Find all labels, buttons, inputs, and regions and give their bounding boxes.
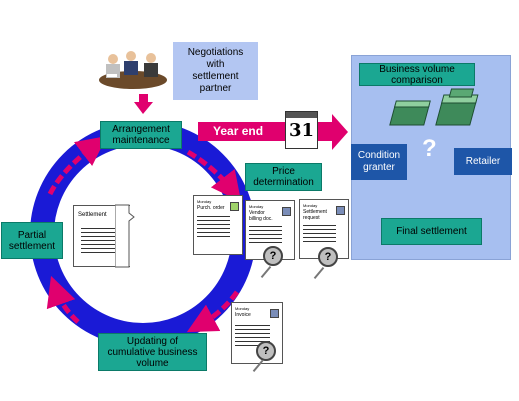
document-curl-icon xyxy=(115,204,135,268)
arrangement-maintenance-box: Arrangement maintenance xyxy=(100,121,182,149)
cycle-arrow-top-right xyxy=(186,149,242,202)
nego-down-arrow-head xyxy=(134,102,153,114)
purchase-order-header: Monday xyxy=(197,199,212,204)
business-volume-label: Business volume comparison xyxy=(379,63,455,86)
vendor-billing-title: Vendor billing doc. xyxy=(249,210,273,222)
settlement-request-magnifier-icon: ? xyxy=(318,247,338,267)
cycle-arrow-bottom-right xyxy=(186,290,240,333)
partial-settlement-box: Partial settlement xyxy=(1,222,63,259)
final-settlement-label: Final settlement xyxy=(396,226,467,237)
condition-granter-box: Condition granter xyxy=(351,144,407,180)
vendor-billing-header: Monday xyxy=(249,204,264,209)
updating-label: Updating of cumulative business volume xyxy=(107,335,198,369)
vendor-billing-magnifier-icon: ? xyxy=(263,246,283,266)
invoice-stamp-icon xyxy=(270,309,279,318)
vendor-billing-stamp-icon xyxy=(282,207,291,216)
nego-down-arrow-stem xyxy=(139,92,148,102)
retailer-label: Retailer xyxy=(465,155,501,167)
negotiations-box: Negotiations with settlement partner xyxy=(173,42,258,100)
calendar-day: 31 xyxy=(288,120,315,141)
negotiations-label: Negotiations with settlement partner xyxy=(187,47,244,94)
invoice-header: Monday xyxy=(235,306,250,311)
cycle-arrow-top-left xyxy=(47,135,107,196)
purchase-order-stamp-icon xyxy=(230,202,239,211)
price-determination-box: Price determination xyxy=(245,163,322,191)
final-settlement-box: Final settlement xyxy=(381,218,482,245)
invoice-magnifier-icon: ? xyxy=(256,341,276,361)
purchase-order-title: Purch. order xyxy=(197,205,225,211)
settlement-request-header: Monday xyxy=(303,203,318,208)
updating-cumulative-volume-box: Updating of cumulative business volume xyxy=(98,333,207,371)
invoice-title: Invoice xyxy=(235,312,251,318)
year-end-label: Year end xyxy=(213,124,264,138)
settlement-doc-title: Settlement xyxy=(78,212,107,218)
comparison-question-mark: ? xyxy=(422,135,437,162)
business-volume-comparison-box: Business volume comparison xyxy=(359,63,475,86)
partial-settlement-label: Partial settlement xyxy=(8,229,56,252)
invoice-question: ? xyxy=(262,345,270,357)
settlement-request-title: Settlement request xyxy=(303,209,327,221)
arrangement-label: Arrangement maintenance xyxy=(112,124,170,146)
purchase-order-document: Monday Purch. order xyxy=(193,195,243,255)
condition-granter-label: Condition granter xyxy=(357,150,401,173)
cycle-arrow-bottom-left xyxy=(46,275,80,324)
settlement-request-stamp-icon xyxy=(336,206,345,215)
price-determination-label: Price determination xyxy=(253,166,314,188)
meeting-people-icon xyxy=(93,44,173,94)
vendor-billing-question: ? xyxy=(269,250,277,262)
calendar-icon: 31 xyxy=(285,111,318,149)
settlement-request-question: ? xyxy=(324,251,332,263)
retailer-box: Retailer xyxy=(454,148,512,175)
money-stacks-icon xyxy=(389,88,479,126)
